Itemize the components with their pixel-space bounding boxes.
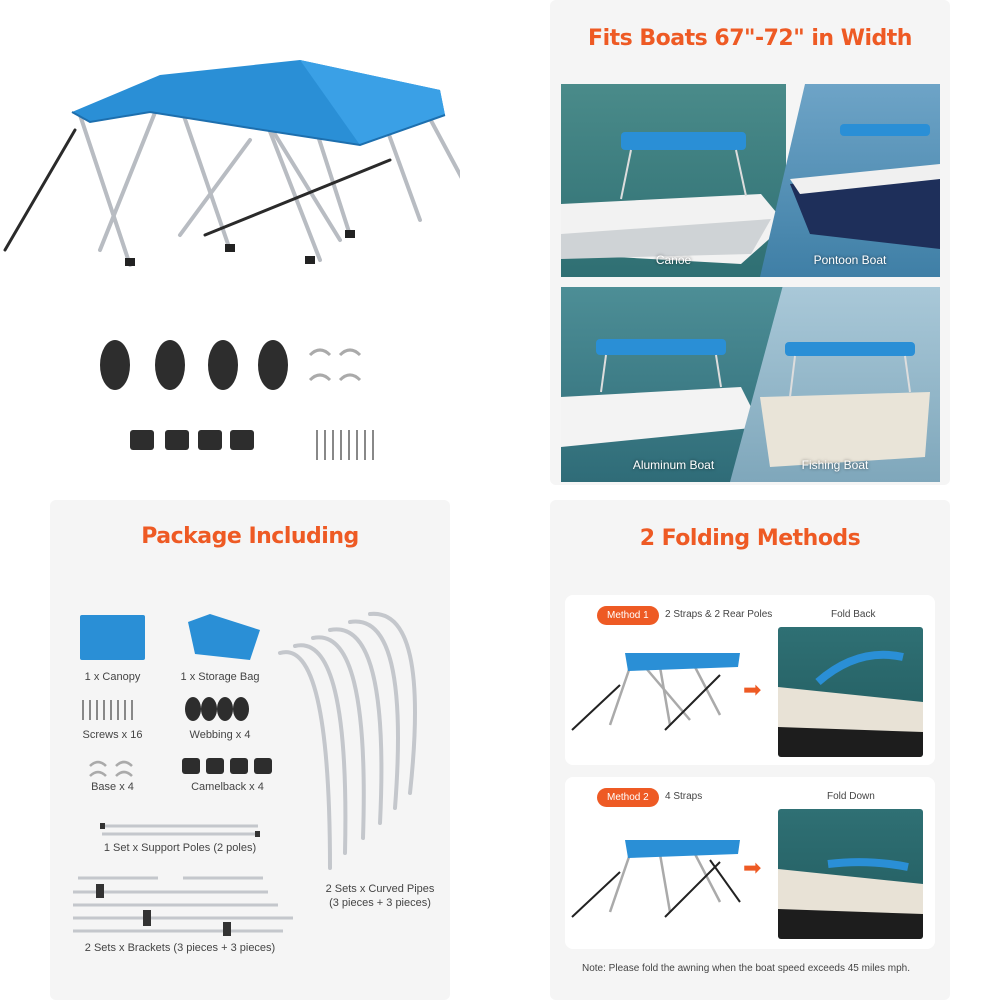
boat-label-pontoon: Pontoon Boat: [813, 253, 887, 267]
brackets-label: 2 Sets x Brackets (3 pieces + 3 pieces): [84, 942, 276, 954]
method-1-pill: Method 1: [597, 606, 659, 625]
method-1-card: Method 1 2 Straps & 2 Rear Poles Fold Ba…: [565, 595, 935, 765]
base-label: Base x 4: [91, 781, 134, 793]
method-1-desc: 2 Straps & 2 Rear Poles: [665, 609, 773, 620]
canopy-label: 1 x Canopy: [84, 671, 141, 683]
fit-title: Fits Boats 67"-72" in Width: [588, 26, 912, 51]
camelback-label: Camelback x 4: [191, 781, 264, 793]
folding-panel: 2 Folding Methods Method 1 2 Straps & 2 …: [550, 500, 950, 1000]
method-1-diagram: [570, 645, 745, 735]
package-title: Package Including: [141, 524, 359, 549]
folding-note: Note: Please fold the awning when the bo…: [582, 963, 910, 974]
canopy-image: [80, 615, 145, 660]
accessories-image: [95, 335, 395, 465]
webbing-label: Webbing x 4: [189, 729, 251, 741]
storage-bag-image: [180, 612, 265, 662]
screws-image: [80, 698, 135, 722]
curved-pipes-label-1: 2 Sets x Curved Pipes: [325, 883, 435, 895]
brackets-image: [68, 872, 298, 938]
screws-label: Screws x 16: [82, 729, 143, 741]
camelback-image: [180, 754, 275, 776]
boat-photo-aluminum: Aluminum Boat: [561, 287, 786, 482]
method-2-photo: [778, 809, 923, 939]
method-2-result: Fold Down: [827, 791, 875, 802]
method-2-pill: Method 2: [597, 788, 659, 807]
boat-photo-pontoon: Pontoon Boat: [760, 84, 940, 277]
fit-panel: Fits Boats 67"-72" in Width Canoe Pontoo…: [550, 0, 950, 485]
webbing-image: [185, 696, 250, 722]
boat-label-canoe: Canoe: [655, 253, 692, 267]
curved-pipes-image: [275, 608, 440, 870]
package-panel: Package Including 1 x Canopy 1 x Storage…: [50, 500, 450, 1000]
base-image: [88, 756, 143, 778]
boat-photo-canoe: Canoe: [561, 84, 786, 277]
support-poles-label: 1 Set x Support Poles (2 poles): [103, 842, 257, 854]
method-1-arrow-icon: ➡: [743, 677, 762, 702]
method-2-card: Method 2 4 Straps Fold Down ➡: [565, 777, 935, 949]
curved-pipes-label-2: (3 pieces + 3 pieces): [329, 897, 431, 909]
method-2-desc: 4 Straps: [665, 791, 703, 802]
support-poles-image: [100, 822, 260, 838]
method-1-result: Fold Back: [831, 609, 876, 620]
boat-label-aluminum: Aluminum Boat: [632, 458, 715, 472]
product-image: [0, 20, 497, 280]
method-2-diagram: [570, 832, 745, 922]
folding-title: 2 Folding Methods: [639, 526, 861, 551]
storage-bag-label: 1 x Storage Bag: [180, 671, 260, 683]
method-2-arrow-icon: ➡: [743, 855, 762, 880]
method-1-photo: [778, 627, 923, 757]
boat-label-fishing: Fishing Boat: [801, 458, 869, 472]
